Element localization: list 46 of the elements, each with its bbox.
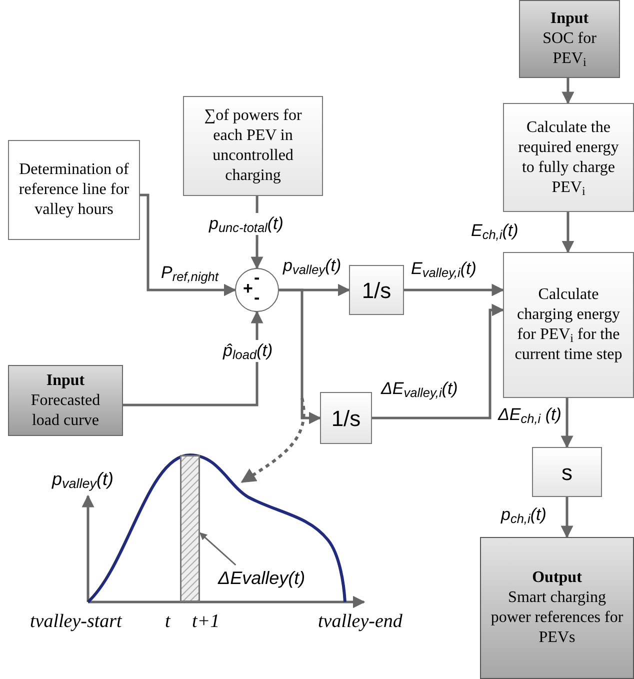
edge-label: p̂$_{load}$(t) xyxy=(222,340,274,362)
box-text: 1/s xyxy=(362,276,392,304)
axis-label: tvalley-end xyxy=(318,610,402,634)
arrow xyxy=(560,497,574,538)
arrow xyxy=(140,194,236,296)
arrow xyxy=(279,288,322,424)
arrow xyxy=(372,304,504,420)
box-text: Determination of reference line for valley hours xyxy=(18,160,130,220)
arrow xyxy=(562,212,574,254)
box-text: Calculate the required energy to fully charge PEV$_{i}$ xyxy=(517,118,620,198)
box-text: SOC for PEV$_{i}$ xyxy=(542,29,598,69)
sign: - xyxy=(254,268,260,288)
axis-label: t+1 xyxy=(192,610,220,634)
box-heading: Input xyxy=(550,9,589,29)
process-box xyxy=(480,537,634,679)
arrow xyxy=(404,284,504,296)
sign: + xyxy=(243,279,253,299)
process-box xyxy=(183,96,323,196)
axis-label: t xyxy=(165,610,170,634)
process-box xyxy=(8,140,140,240)
operator-block xyxy=(532,447,602,497)
process-box xyxy=(503,252,634,398)
box-text: s xyxy=(562,458,572,486)
box-text: Forecasted load curve xyxy=(30,390,102,430)
process-box xyxy=(503,103,634,212)
box-text: ∑of powers for each PEV in uncontrolled charging xyxy=(203,106,303,186)
arrow xyxy=(123,310,264,406)
arrow xyxy=(562,78,574,104)
axis-label: p$_{valley}$(t) xyxy=(52,468,114,493)
box-text: Calculate charging energy for PEV$_{i}$ for the current time step xyxy=(514,285,624,365)
arrow xyxy=(560,398,574,448)
process-box xyxy=(519,0,620,78)
box-heading: Input xyxy=(46,370,85,390)
box-heading: Output xyxy=(532,568,582,588)
process-box xyxy=(8,365,123,436)
area-label: ΔEvalley(t) xyxy=(218,567,306,590)
axis-label: tvalley-start xyxy=(30,610,122,634)
box-text: 1/s xyxy=(331,404,361,432)
summing-junction xyxy=(235,268,279,312)
box-text: Smart charging power references for PEVs xyxy=(490,588,624,648)
operator-block xyxy=(320,392,372,444)
dashed-arrow xyxy=(240,398,306,484)
sign: - xyxy=(254,288,260,308)
operator-block xyxy=(349,265,404,315)
leader-line xyxy=(199,532,236,566)
edge-label: p$_{unc-total}$(t) xyxy=(208,213,284,235)
